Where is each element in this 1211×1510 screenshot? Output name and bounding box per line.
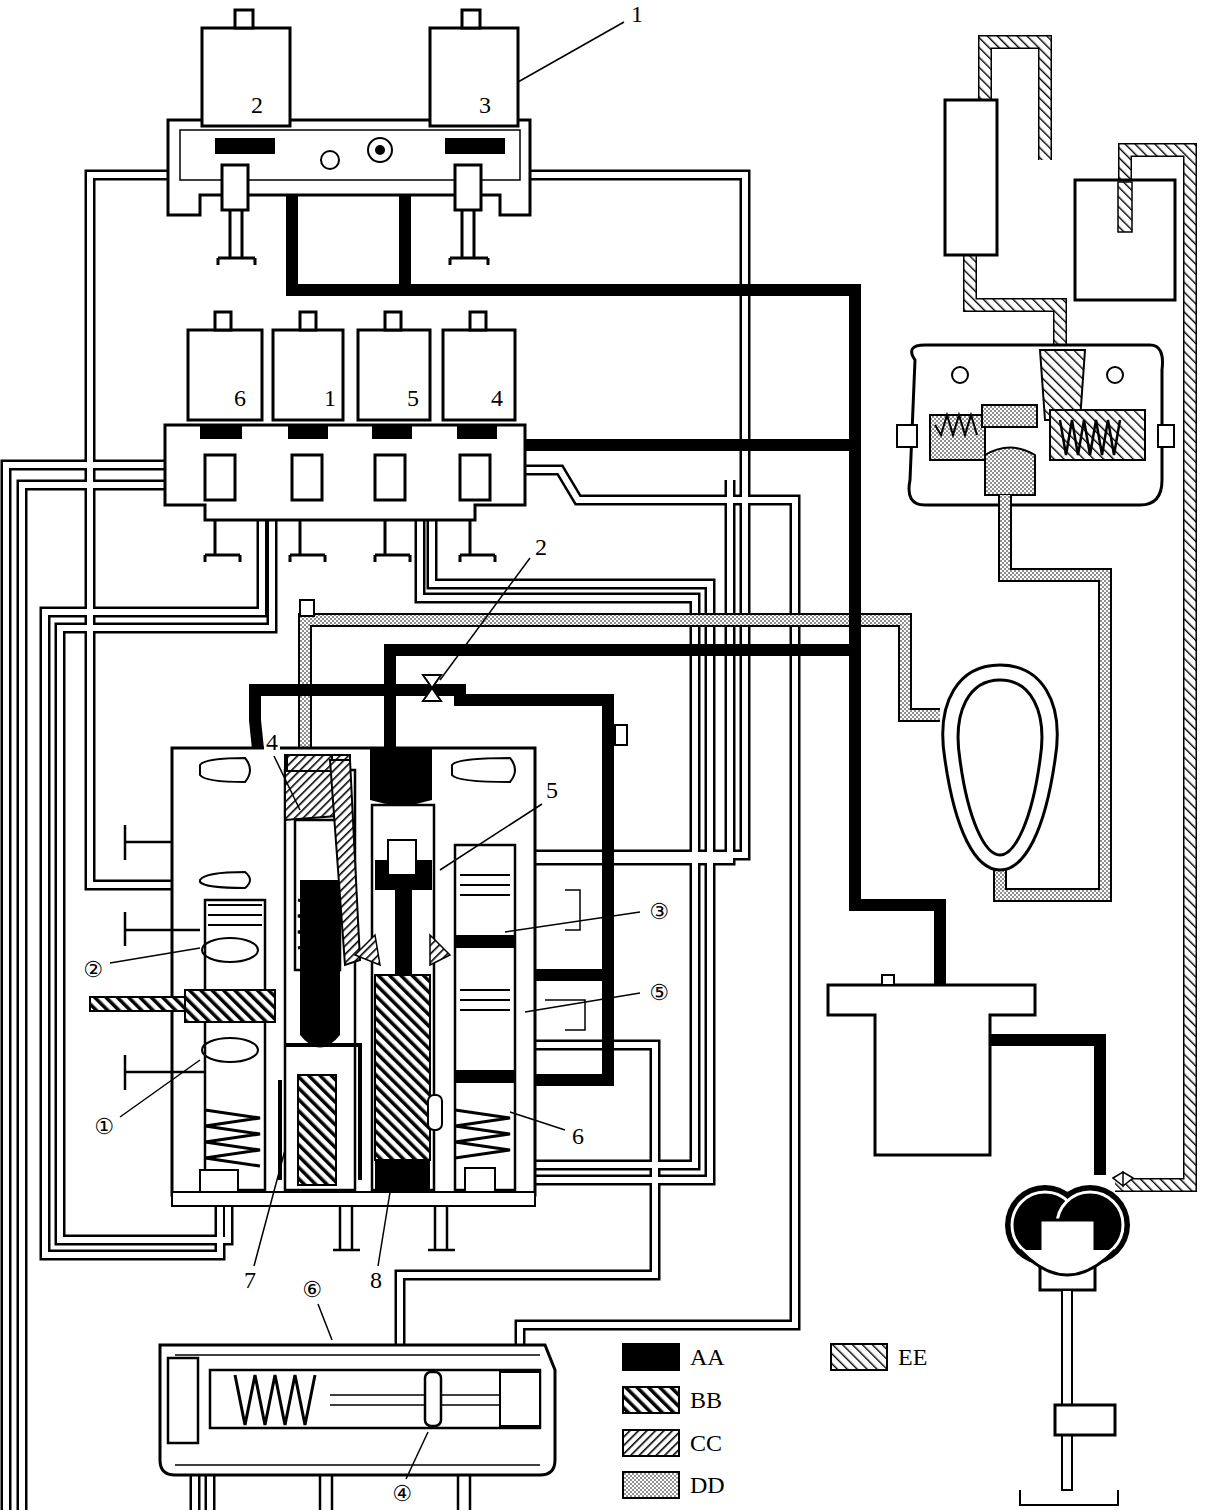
callout-number: 7 xyxy=(242,1267,258,1293)
legend-text: EE xyxy=(898,1345,927,1369)
callout-number: 5 xyxy=(405,385,421,411)
callout-number: 3 xyxy=(477,92,493,118)
legend-swatch xyxy=(830,1343,888,1371)
legend-swatch xyxy=(622,1343,680,1371)
callout-number: ⑤ xyxy=(647,981,671,1005)
callout-number: 8 xyxy=(368,1267,384,1293)
legend-pattern xyxy=(831,1344,887,1370)
callout-number: ② xyxy=(81,958,105,982)
legend-text: CC xyxy=(690,1431,722,1455)
callout-number: 4 xyxy=(264,729,280,755)
callout-number: ① xyxy=(92,1115,116,1139)
legend-pattern xyxy=(623,1472,679,1498)
legend-swatch xyxy=(622,1429,680,1457)
legend-text: AA xyxy=(690,1345,725,1369)
callout-number: ③ xyxy=(647,900,671,924)
callout-number: ⑥ xyxy=(300,1278,324,1302)
legend-swatch xyxy=(622,1471,680,1499)
callout-number: 1 xyxy=(322,385,338,411)
legend-text: DD xyxy=(690,1473,725,1497)
callout-number: 1 xyxy=(629,1,645,27)
callout-number: 6 xyxy=(232,385,248,411)
callout-number: 2 xyxy=(533,534,549,560)
legend-text: BB xyxy=(690,1388,722,1412)
legend-swatch xyxy=(622,1386,680,1414)
callout-number: 2 xyxy=(249,92,265,118)
callout-number: 5 xyxy=(544,777,560,803)
callout-number: ④ xyxy=(390,1482,414,1506)
legend-pattern xyxy=(623,1430,679,1456)
callout-number: 4 xyxy=(489,385,505,411)
legend-pattern xyxy=(623,1387,679,1413)
callout-number: 6 xyxy=(570,1123,586,1149)
